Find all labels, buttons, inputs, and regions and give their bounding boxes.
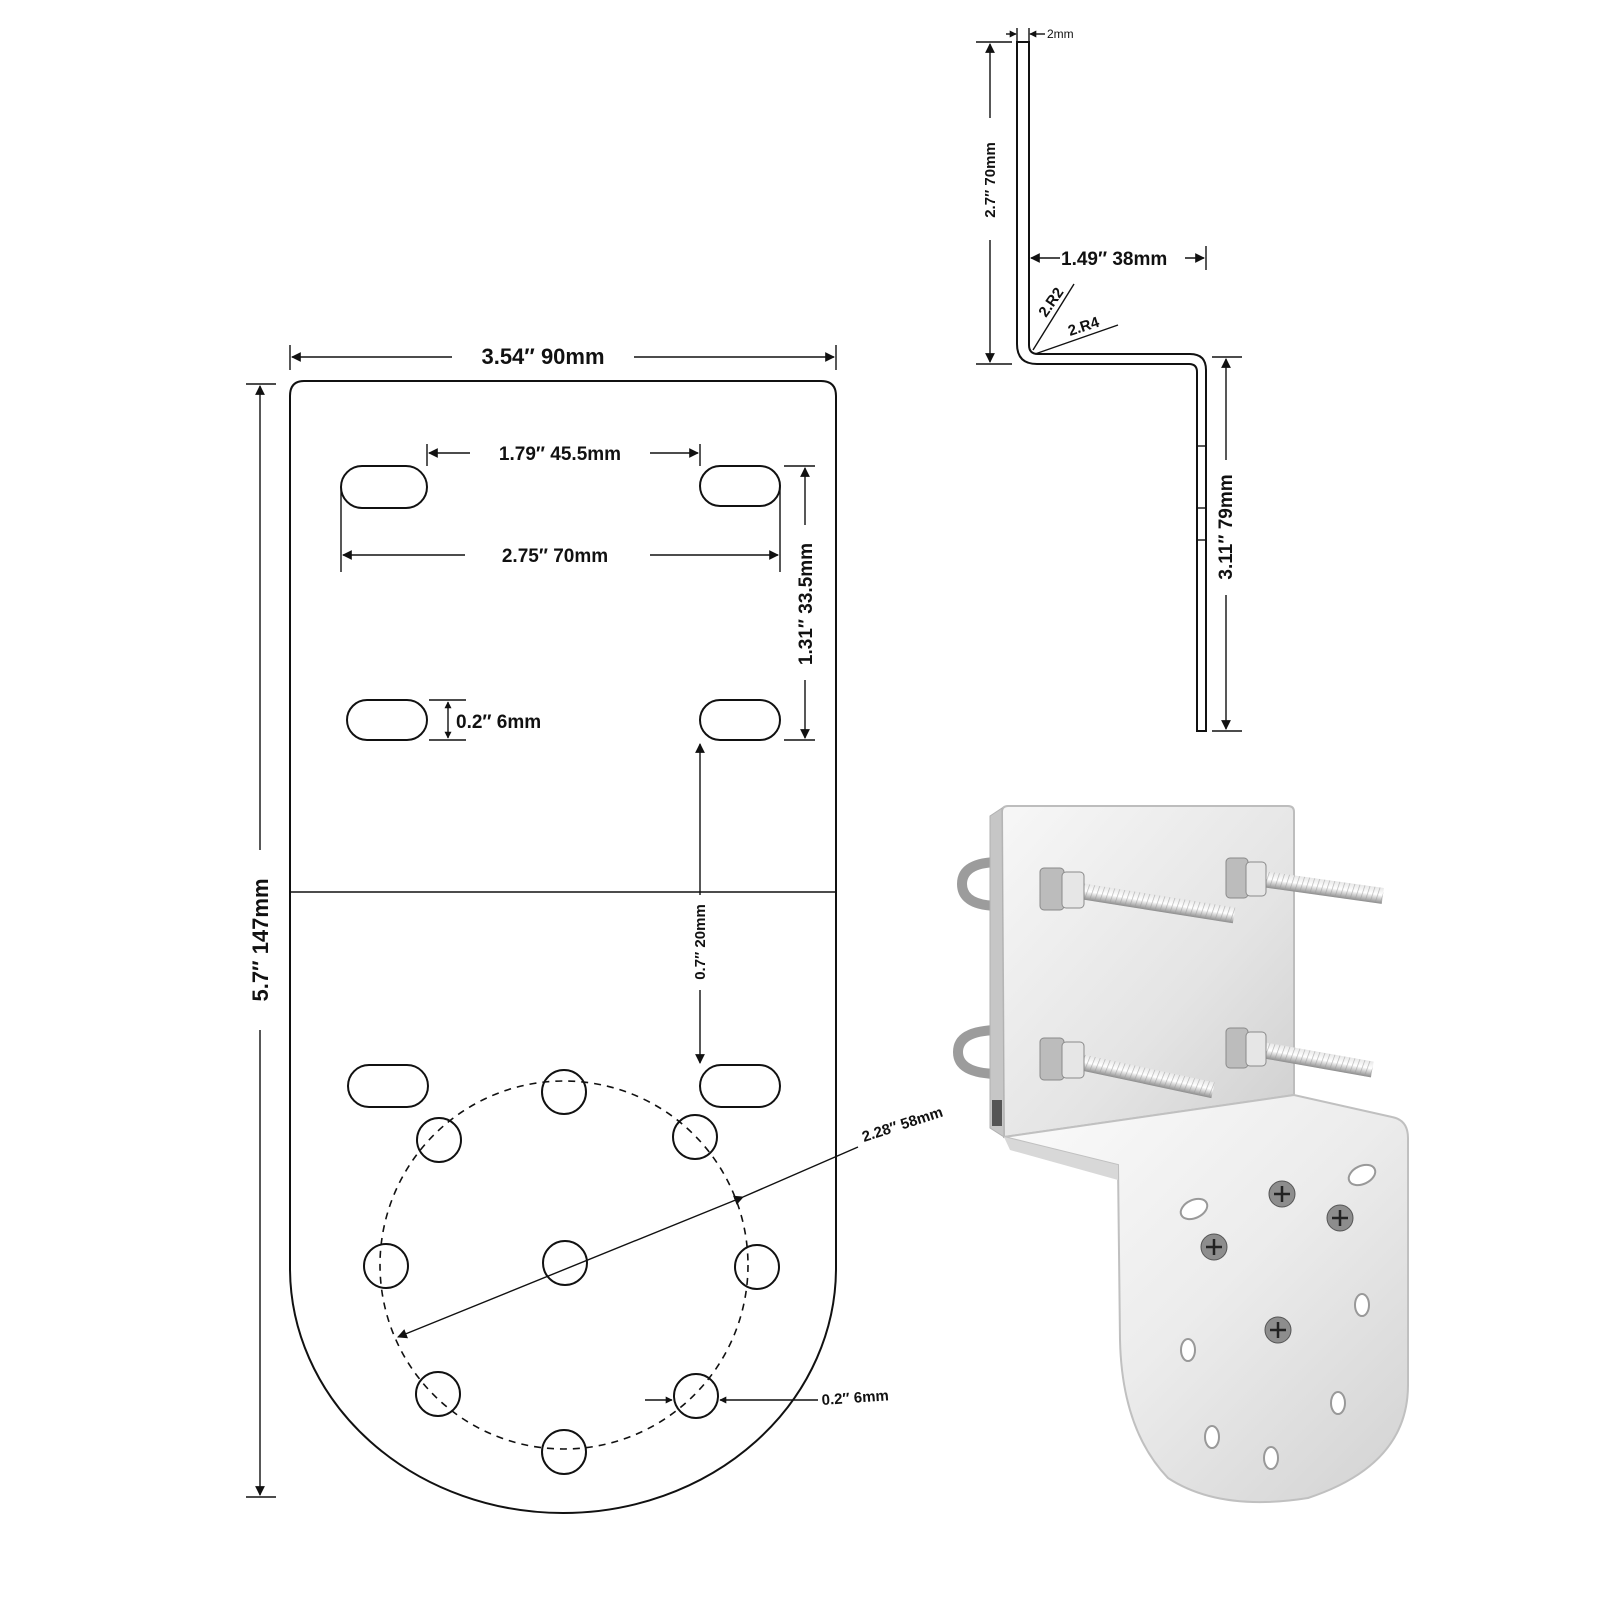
- photo-holes: [1180, 1293, 1370, 1470]
- radius-outer-label: 2.R4: [1066, 314, 1102, 340]
- hole-left: [363, 1243, 409, 1289]
- nut-icon: [1039, 857, 1267, 1081]
- hole-top: [541, 1069, 587, 1115]
- slot-height-label: 0.2″ 6mm: [456, 712, 541, 733]
- outer-slot-spacing-label: 2.75″ 70mm: [502, 546, 608, 567]
- slot-vertical-spacing-label: 1.31″ 33.5mm: [796, 543, 817, 665]
- hole-diameter-label: 0.2″ 6mm: [821, 1387, 889, 1409]
- front-view: 3.54″ 90mm 5.7″ 147mm 1.79″ 45.5mm 2.75″…: [246, 344, 945, 1514]
- width-dimension-label: 3.54″ 90mm: [481, 344, 604, 369]
- slot-top-left: [340, 465, 428, 509]
- u-bolt-icon: [952, 1025, 1001, 1079]
- bracket-profile: [1016, 41, 1207, 732]
- hole-right: [734, 1244, 780, 1290]
- slot-top-right: [699, 465, 781, 507]
- plate-outline: [289, 380, 837, 1514]
- inner-slot-spacing-label: 1.79″ 45.5mm: [499, 444, 621, 465]
- photo-base-plate: [1003, 1093, 1409, 1504]
- lower-height-label: 3.11″ 79mm: [1216, 474, 1237, 579]
- threaded-rod: [1078, 871, 1384, 1099]
- photo-slot: [1347, 1163, 1377, 1187]
- hole-bottom-left: [415, 1371, 461, 1417]
- slot-mid-left: [346, 699, 428, 741]
- hole-top-left: [416, 1117, 462, 1163]
- hole-bottom: [541, 1429, 587, 1475]
- hole-bottom-right: [673, 1373, 719, 1419]
- photo-vertical-plate: [1000, 805, 1295, 1139]
- slot-low-left: [347, 1064, 429, 1108]
- bolt-circle: [379, 1080, 749, 1450]
- thickness-label: 2mm: [1047, 27, 1074, 41]
- side-view: 2mm 2.7″ 70mm 1.49″ 38mm 2.R2 2.R4 3.11″…: [976, 27, 1242, 732]
- photo-slot: [1179, 1197, 1209, 1221]
- u-bolt-icon: [956, 857, 1001, 911]
- offset-label: 1.49″ 38mm: [1061, 249, 1167, 270]
- hole-top-right: [672, 1114, 718, 1160]
- slot-gap-label: 0.7″ 20mm: [692, 904, 709, 980]
- screw-icon: [1200, 1180, 1354, 1344]
- slot-low-right: [699, 1064, 781, 1108]
- upper-height-label: 2.7″ 70mm: [982, 142, 999, 218]
- bracket-photo: [952, 805, 1409, 1504]
- bolt-circle-label: 2.28″ 58mm: [860, 1104, 945, 1146]
- slot-mid-right: [699, 699, 781, 741]
- height-dimension-label: 5.7″ 147mm: [248, 878, 273, 1001]
